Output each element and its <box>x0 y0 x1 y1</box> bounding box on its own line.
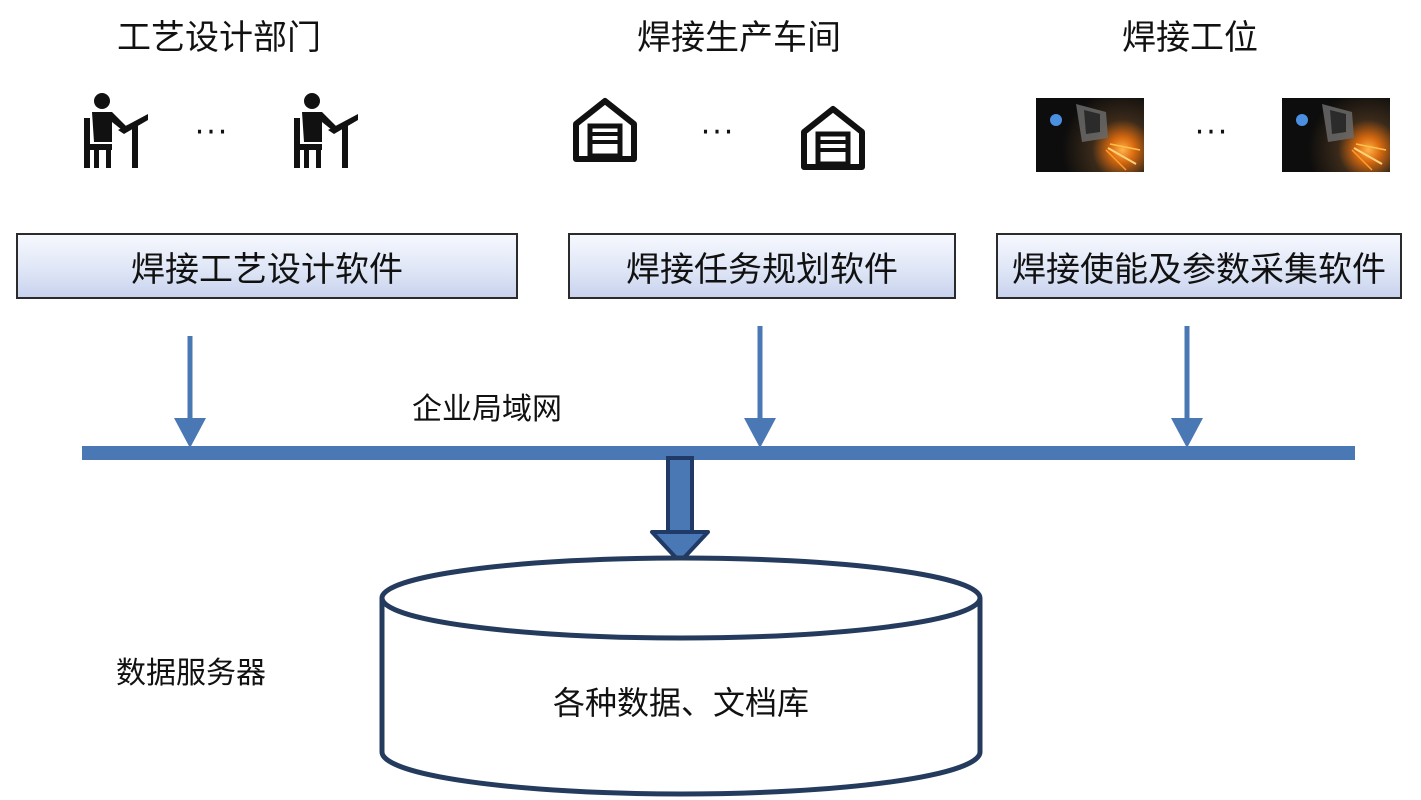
network-bus <box>82 446 1355 460</box>
software-box-parameter-collection: 焊接使能及参数采集软件 <box>996 233 1402 299</box>
workshop-building-icon <box>572 96 638 164</box>
worker-at-desk-icon <box>292 92 360 170</box>
arrow-to-network <box>174 336 206 448</box>
software-box-task-planning: 焊接任务规划软件 <box>568 233 956 299</box>
arrow-to-server <box>650 456 710 564</box>
arrow-to-network <box>744 326 776 448</box>
ellipsis-dots: ··· <box>700 115 736 150</box>
ellipsis-dots: ··· <box>1194 115 1230 150</box>
database-cylinder <box>379 555 983 797</box>
welding-photo-icon <box>1036 98 1144 172</box>
column-title-process-design: 工艺设计部门 <box>117 18 321 58</box>
worker-at-desk-icon <box>82 92 150 170</box>
database-label: 各种数据、文档库 <box>552 684 809 722</box>
column-title-workshop: 焊接生产车间 <box>637 18 841 58</box>
network-label: 企业局域网 <box>412 392 562 427</box>
column-title-welding-station: 焊接工位 <box>1122 18 1258 58</box>
ellipsis-dots: ··· <box>194 115 230 150</box>
workshop-building-icon <box>800 104 866 172</box>
server-label: 数据服务器 <box>116 656 266 691</box>
welding-photo-icon <box>1282 98 1390 172</box>
software-box-process-design: 焊接工艺设计软件 <box>16 233 518 299</box>
arrow-to-network <box>1171 326 1203 448</box>
software-label: 焊接任务规划软件 <box>626 249 898 290</box>
software-label: 焊接使能及参数采集软件 <box>1012 249 1386 290</box>
software-label: 焊接工艺设计软件 <box>131 249 403 290</box>
